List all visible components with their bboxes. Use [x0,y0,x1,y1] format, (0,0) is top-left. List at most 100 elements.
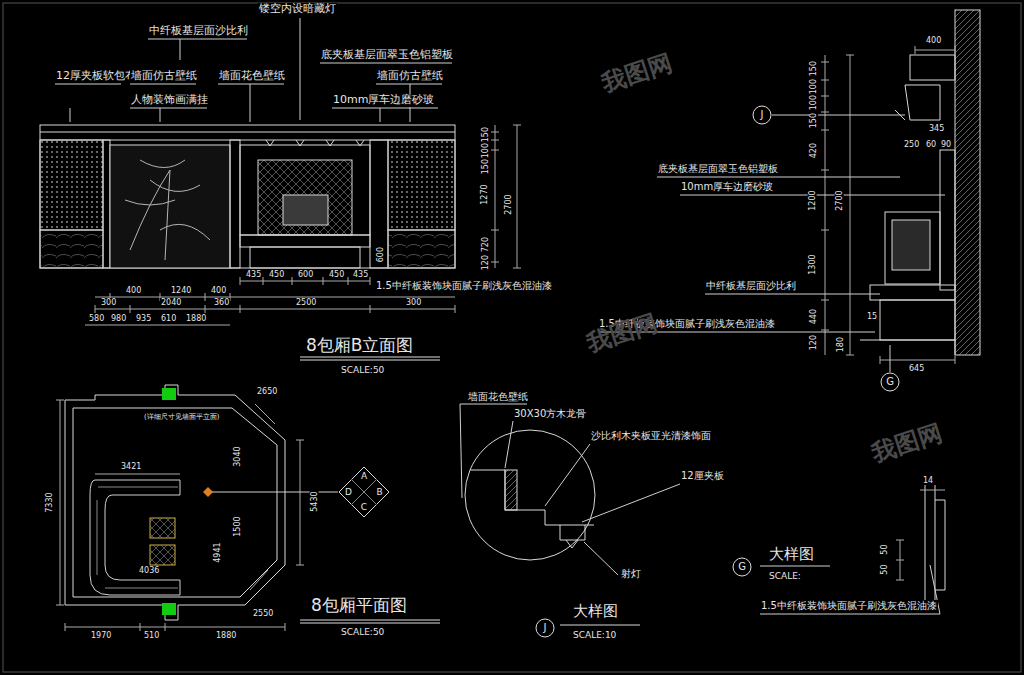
elevation-drawing-part [40,230,103,268]
dimension-text: 2040 [160,298,182,307]
detail-j-drawing-part [560,625,640,626]
elevation-drawing-part [240,145,370,235]
dimension-text: 2500 [295,298,317,307]
elevation-drawing-part [250,247,360,268]
plan-drawing-part [150,518,175,538]
elevation-drawing-part [240,235,370,247]
callout-text: 人物装饰画满挂 [130,94,209,107]
dimension-text: 400 [210,286,227,295]
dimension-text: 980 [110,314,127,323]
elevation-drawing-part [85,293,455,325]
dimension-text: 720 [481,236,490,253]
elevation-drawing [40,18,521,360]
dimension-text: 1970 [90,631,112,640]
marker-shape [536,619,554,637]
section-drawing-part [772,115,905,372]
elevation-drawing-part [266,140,364,146]
elevation-drawing-part [40,132,455,133]
dimension-text: 600 [376,246,385,263]
dimension-text: 90 [940,140,952,149]
elevation-drawing-part [110,145,230,268]
dimension-text: 150 [809,112,818,129]
drawing-title: 大样图 [572,603,619,620]
dimension-text: 150 [809,60,818,77]
marker-shape [733,558,751,576]
dimension-text: 100 [809,94,818,111]
plan-drawing-part [65,385,285,620]
elevation-drawing-part [40,125,455,268]
marker-letter: G [738,562,746,572]
callout-text: 墙面仿古壁纸 [130,70,198,83]
detail-g-drawing-part [925,485,945,600]
plan-drawing [56,385,440,631]
dimension-text: 300 [405,298,422,307]
section-drawing-part [860,340,955,355]
dimension-text: 580 [88,314,105,323]
detail-title-marker: J [535,618,555,638]
detail-j-drawing-part [470,470,594,525]
dimension-text: 2700 [835,189,844,211]
dimension-text: 600 [297,270,314,279]
dimension-text: 4941 [213,541,222,563]
marker-letter: J [761,110,764,120]
section-drawing-part [910,55,955,80]
dimension-text: 1240 [170,286,192,295]
dimension-text: 5430 [310,490,319,512]
callout-text: 墙面仿古壁纸 [376,70,444,83]
elevation-drawing-part [258,160,352,235]
dimension-text: 1500 [233,515,242,537]
dimension-text: 1880 [215,631,237,640]
callout-text: 镂空内设暗藏灯 [258,3,337,16]
detail-g-drawing [760,485,945,614]
dimension-text: 510 [143,631,160,640]
drawing-title: 8包厢B立面图 [305,336,414,356]
elevation-drawing-part [388,230,455,268]
dimension-text: 400 [925,36,942,45]
detail-j-drawing-part [465,430,595,560]
dimension-text: 120 [481,254,490,271]
dimension-text: 120 [809,334,818,351]
plan-drawing-part [97,487,178,588]
callout-text: (详细尺寸见墙面平立面) [143,413,220,421]
plan-drawing-part [56,400,304,605]
plan-drawing-part [210,492,338,493]
elevation-drawing-part [283,195,328,225]
callout-text: 1.5中纤板装饰块面腻子刷浅灰色混油漆 [760,600,938,612]
marker-shape [339,467,389,517]
callout-text: 1.5中纤板装饰块面腻子刷浅灰色混油漆 [375,280,553,292]
detail-g-drawing-part [760,565,940,614]
dimension-text: 645 [908,364,925,373]
dimension-text: 2700 [504,193,513,215]
dimension-text: 14 [922,476,934,485]
section-drawing-part [892,220,930,270]
plan-drawing-part [162,388,176,400]
elevation-drawing-part [230,140,240,268]
detail-marker: J [752,105,772,125]
dimension-text: 2550 [252,609,274,618]
detail-j-drawing-part [560,525,585,548]
section-drawing-part [870,285,955,300]
section-drawing-part [955,10,980,355]
dimension-text: 610 [160,314,177,323]
dimension-text: 345 [928,124,945,133]
marker-shape [881,373,899,391]
dimension-text: 435 [245,270,262,279]
dimension-text: 2650 [256,387,278,396]
callout-text: 10mm厚车边磨砂玻 [680,181,774,193]
elevation-drawing-part [40,140,103,230]
elevation-drawing-part [125,160,210,260]
section-drawing-part [821,55,854,355]
watermark: 我图网 [598,49,677,98]
detail-j-drawing-part [505,470,517,510]
marker-letter: G [886,377,894,387]
plan-drawing-part [150,545,175,565]
detail-marker: G [880,372,900,392]
dimension-text: 1200 [808,189,817,211]
marker-letter: C [361,503,367,512]
scale-note: SCALE:10 [572,630,617,640]
elevation-drawing-part [491,125,521,268]
callout-text: 墙面花色壁纸 [467,391,529,403]
plan-drawing-part [250,404,275,590]
dimension-text: 180 [836,336,845,353]
